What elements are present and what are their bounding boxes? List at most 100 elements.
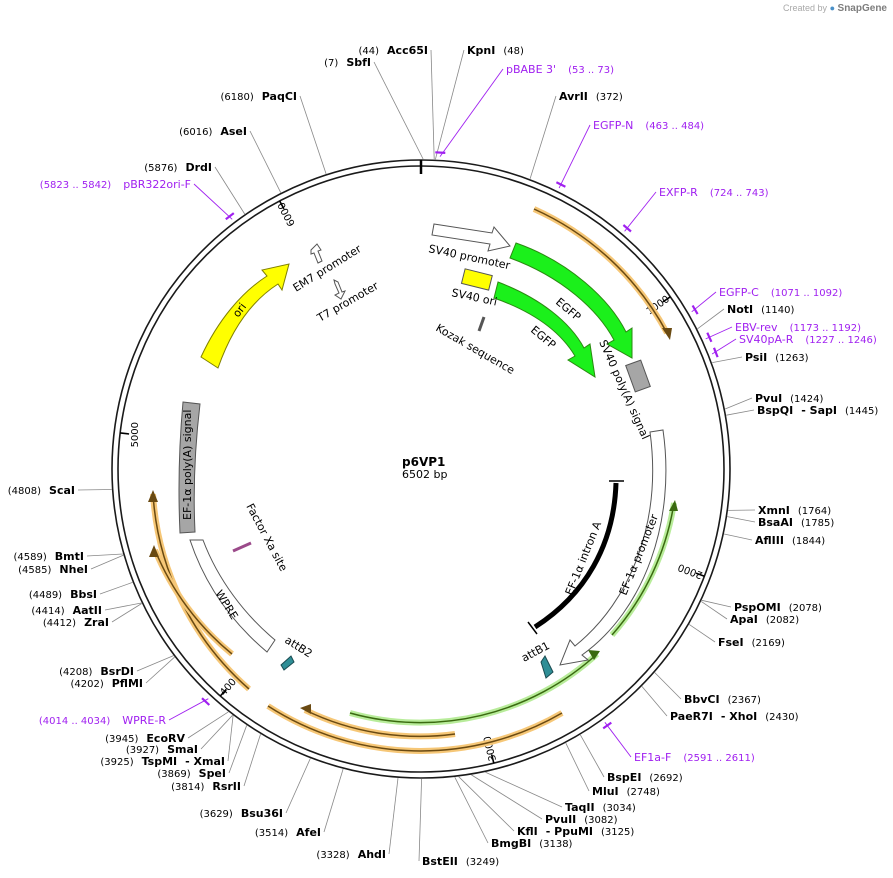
primer-marks	[201, 151, 719, 730]
enzyme-name: AhdI	[358, 848, 386, 861]
enzyme-site: KpnI(48)	[467, 44, 524, 57]
primer-range: (53 .. 73)	[568, 65, 614, 76]
feature-attb2-arrow	[280, 655, 295, 671]
primer-range: (1227 .. 1246)	[805, 335, 877, 346]
enzyme-name: TaqII	[565, 801, 595, 814]
enzyme-site: BmtI(4589)	[14, 550, 84, 563]
enzyme-position: (372)	[596, 92, 623, 103]
green-arc-bottom-line	[349, 653, 598, 724]
enzyme-leader	[243, 734, 261, 787]
enzyme-position: (1785)	[801, 518, 834, 529]
feature-em7-promoter-arrow	[310, 243, 323, 264]
enzyme-site: SbfI(7)	[324, 56, 371, 69]
enzyme-name: PvuII	[545, 813, 576, 826]
enzyme-name: BstEII	[422, 855, 458, 868]
tick-label: 4000	[218, 672, 243, 698]
enzyme-leader	[688, 624, 716, 643]
enzyme-position: (1764)	[798, 506, 831, 517]
enzyme-leader	[712, 356, 743, 363]
enzyme-leader	[86, 553, 123, 557]
primer-site: EGFP-N(463 .. 484)	[593, 119, 704, 132]
enzyme-name: ApaI	[730, 613, 758, 626]
feature-sv40-ori-box	[460, 268, 493, 291]
enzyme-site: MluI(2748)	[592, 785, 660, 798]
enzyme-site: BstEII(3249)	[422, 855, 499, 868]
feature-ori-arrow	[200, 263, 290, 369]
label-attb2: attB2	[282, 634, 314, 661]
enzyme-site: EcoRV(3945)	[105, 732, 185, 745]
primer-mark	[622, 224, 632, 233]
tick-mark	[490, 754, 495, 764]
enzyme-leader	[724, 397, 753, 410]
enzyme-leader	[701, 601, 728, 620]
enzyme-position: (7)	[324, 58, 338, 69]
enzyme-leader	[641, 686, 668, 717]
enzyme-name-extra: - PpuMI	[546, 825, 593, 838]
feature-factor-xa-mark	[232, 541, 252, 553]
enzyme-name: Acc65I	[387, 44, 428, 57]
enzyme-site: PflMI(4202)	[70, 677, 143, 690]
enzyme-name: BmgBI	[491, 837, 531, 850]
arrowhead-orange-left-outer	[148, 490, 158, 502]
primer-name: EBV-rev	[735, 321, 778, 334]
enzyme-site: NheI(4585)	[18, 563, 88, 576]
primer-name: EXFP-R	[659, 186, 698, 199]
enzyme-site: PaeR7I- XhoI(2430)	[670, 710, 799, 723]
enzyme-position: (6180)	[221, 92, 254, 103]
enzyme-leader	[485, 771, 563, 808]
tick-mark	[120, 432, 130, 435]
enzyme-name: BsaAI	[758, 516, 793, 529]
enzyme-site: PvuII(3082)	[545, 813, 618, 826]
enzyme-site: Bsu36I(3629)	[200, 807, 283, 820]
enzyme-position: (4589)	[14, 552, 47, 563]
snapgene-watermark: Created by ● SnapGene	[783, 3, 887, 14]
enzyme-position: (2078)	[789, 603, 822, 614]
enzyme-site: TspMI- XmaI(3925)	[100, 755, 225, 768]
arrowhead-green-bottom	[588, 650, 600, 660]
enzyme-position: (4585)	[18, 565, 51, 576]
enzyme-site: AflIII(1844)	[755, 534, 825, 547]
primer-mark	[712, 347, 719, 358]
enzyme-position: (44)	[359, 46, 380, 57]
enzyme-site: TaqII(3034)	[565, 801, 636, 814]
feature-ef1a-promoter-arrow	[559, 429, 667, 666]
enzyme-site: NotI(1140)	[727, 303, 794, 316]
feature-kozak-mark	[477, 316, 486, 332]
enzyme-site: ScaI(4808)	[8, 484, 75, 497]
enzyme-position: (1424)	[790, 394, 823, 405]
primer-name: EGFP-C	[719, 286, 759, 299]
feature-ef1a-intron-cap-bottom	[527, 621, 538, 635]
arrowhead-green-ef1a	[669, 500, 678, 511]
plasmid-size: 6502 bp	[402, 468, 447, 481]
snapgene-logo-icon: ●	[829, 3, 836, 13]
primer-range: (463 .. 484)	[645, 121, 704, 132]
enzyme-position: (3138)	[539, 839, 572, 850]
enzyme-name: SpeI	[199, 767, 226, 780]
enzyme-leader	[726, 409, 755, 416]
label-kozak-sequence: Kozak sequence	[434, 321, 518, 377]
enzyme-position: (3945)	[105, 734, 138, 745]
enzyme-position: (1445)	[845, 406, 878, 417]
enzyme-leader	[418, 778, 422, 862]
enzyme-position: (5876)	[144, 163, 177, 174]
enzyme-site: AatII(4414)	[31, 604, 102, 617]
primer-name: SV40pA-R	[739, 333, 794, 346]
enzyme-name-extra: - SapI	[801, 404, 837, 417]
feature-attb1-arrow	[540, 655, 554, 679]
feature-wpre-arrow	[189, 539, 276, 653]
enzyme-site: BsaAI (1785)	[758, 516, 834, 529]
enzyme-leader	[471, 774, 543, 820]
enzyme-name: Bsu36I	[241, 807, 283, 820]
enzyme-leader	[187, 711, 229, 739]
enzyme-site: AseI(6016)	[179, 125, 247, 138]
arrowhead-orange-left-inner	[149, 545, 159, 557]
primer-leader	[168, 698, 209, 721]
enzyme-leader	[299, 95, 327, 175]
enzyme-position: (2748)	[627, 787, 660, 798]
primer-range: (1071 .. 1092)	[771, 288, 843, 299]
enzyme-site: AhdI(3328)	[316, 848, 386, 861]
enzyme-position: (3125)	[601, 827, 634, 838]
primer-name: WPRE-R	[122, 714, 166, 727]
watermark-brand: SnapGene	[837, 3, 887, 14]
